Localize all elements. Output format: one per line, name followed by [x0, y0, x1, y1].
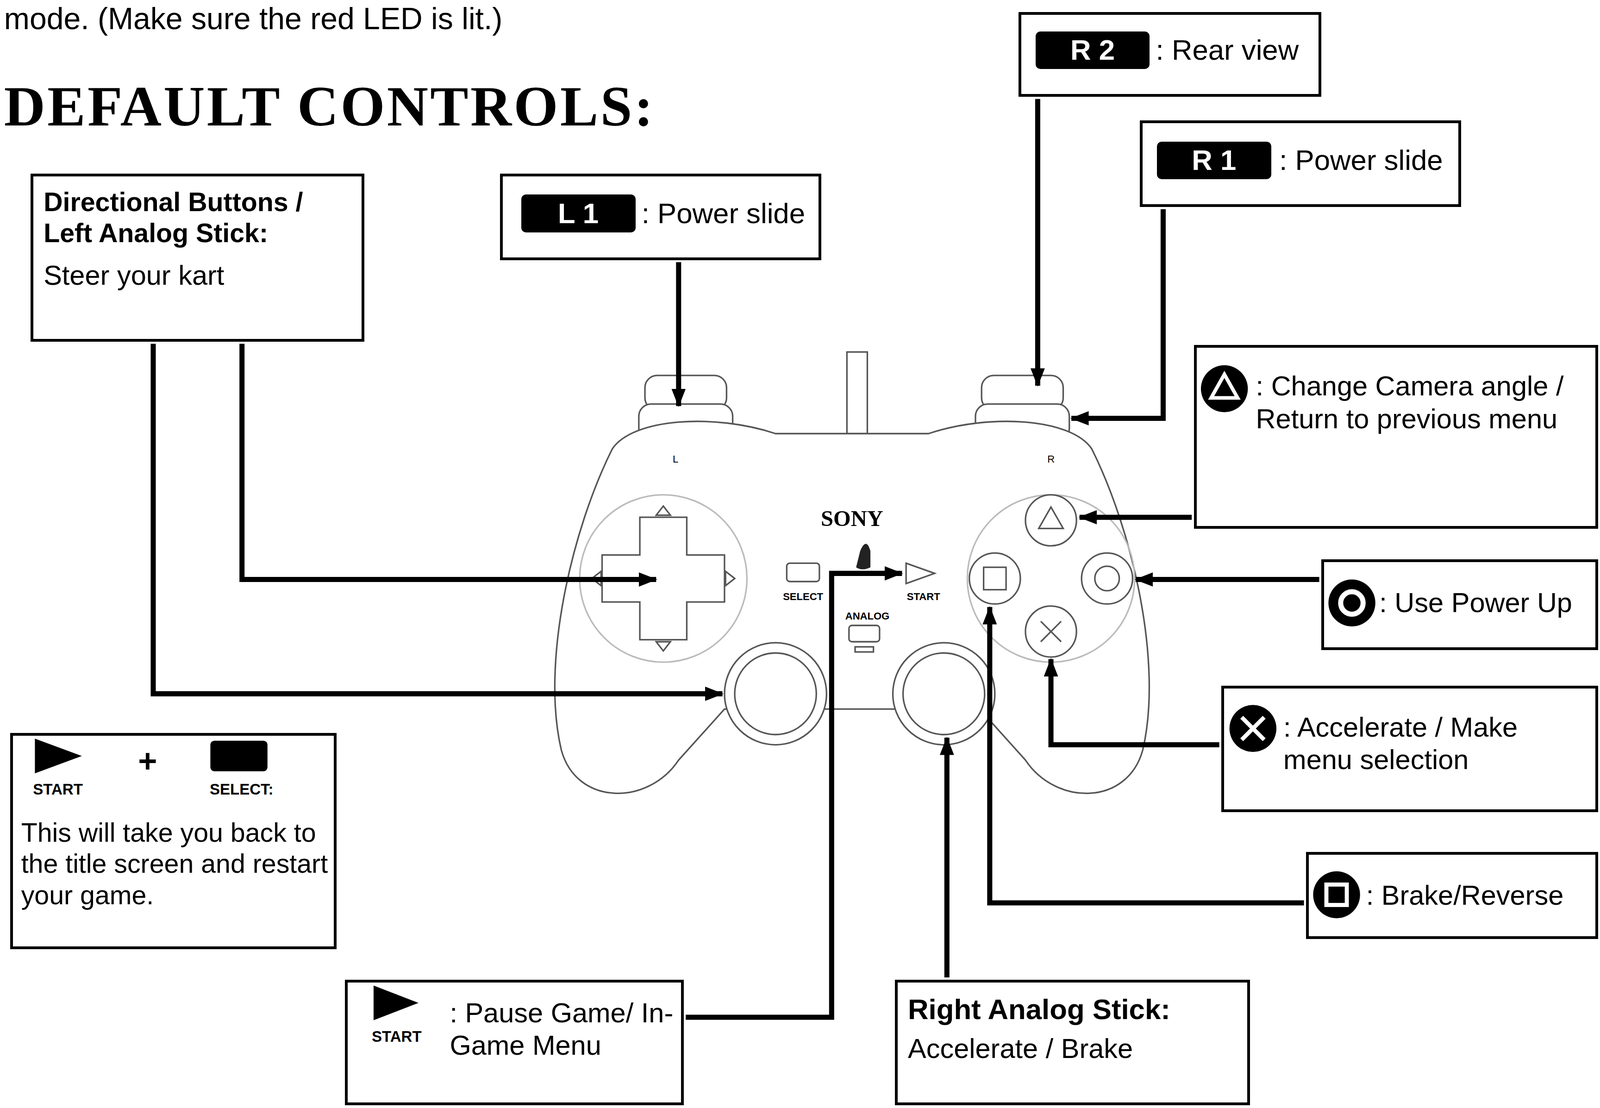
left-stick-ring	[724, 642, 827, 745]
square-button	[969, 552, 1021, 604]
body-text: : Power slide	[1279, 143, 1459, 178]
square-symbol	[983, 567, 1007, 590]
callout-box: R 1: Power slide	[1139, 120, 1462, 207]
callout-box: Directional Buttons / Left Analog Stick:…	[30, 173, 365, 343]
triangle-icon-symbol	[1211, 374, 1238, 399]
circle-button	[1081, 552, 1133, 604]
body-text: : Power slide	[641, 196, 818, 231]
leader-lines	[153, 99, 1320, 1018]
leader-line	[989, 606, 1305, 903]
body-text: Accelerate / Brake	[907, 1032, 1238, 1065]
button-badge: R 1	[1156, 141, 1272, 180]
triangle-button	[1025, 494, 1077, 546]
heading-text: Right Analog Stick:	[907, 992, 1238, 1027]
cross-button	[1025, 606, 1077, 657]
callout-box: : Change Camera angle / Return to previo…	[1193, 344, 1599, 529]
body-text: : Accelerate / Make menu selection	[1283, 711, 1594, 776]
body-text: : Pause Game/ In-Game Menu	[449, 996, 681, 1062]
callout-box: START : Pause Game/ In-Game Menu	[344, 979, 684, 1106]
body-text: Steer your kart	[43, 259, 352, 292]
heading-text: START	[17, 780, 99, 799]
face-ring	[967, 494, 1135, 663]
body-text: : Rear view	[1156, 33, 1320, 68]
button-badge: L 1	[521, 194, 636, 233]
button-badge: R 2	[1035, 31, 1150, 70]
note-text: mode. (Make sure the red LED is lit.)	[4, 1, 503, 36]
body-text: This will take you back to the title scr…	[21, 817, 332, 912]
right-stick-ring	[893, 642, 995, 745]
playstation-logo	[856, 543, 871, 569]
callout-box: START + SELECT: This will take you back to …	[10, 732, 337, 950]
leader-line	[1050, 658, 1220, 745]
body-text: : Change Camera angle / Return to previo…	[1256, 369, 1593, 435]
leader-line	[1135, 576, 1320, 582]
callout-box: R 2: Rear view	[1018, 12, 1322, 97]
callout-box: L 1: Power slide	[500, 173, 822, 261]
callout-box: Right Analog Stick: Accelerate / Brake	[894, 979, 1250, 1106]
body-text: : Use Power Up	[1379, 586, 1596, 619]
button-label: START	[906, 591, 941, 603]
heading-text: +	[127, 741, 169, 781]
button-label: R	[1047, 453, 1055, 465]
brand-label: SONY	[820, 506, 884, 531]
leader-line	[242, 343, 657, 580]
led	[855, 646, 874, 652]
leader-line	[944, 737, 950, 978]
circle-icon-symbol	[1340, 591, 1363, 614]
cable	[846, 351, 868, 434]
start-icon	[34, 738, 82, 774]
left-stick	[734, 652, 817, 735]
circle-icon	[1328, 579, 1375, 627]
select-icon	[210, 740, 268, 772]
cross-icon	[1229, 705, 1277, 752]
cross-icon-symbol	[1241, 717, 1264, 740]
heading-text: START	[351, 1027, 442, 1046]
right-stick	[903, 652, 985, 735]
leader-line	[675, 262, 682, 407]
start-icon	[373, 985, 419, 1021]
button-label: ANALOG	[845, 610, 890, 622]
button-icons	[34, 365, 1375, 1021]
triangle-icon	[1200, 365, 1248, 413]
button-label: L	[672, 453, 679, 465]
select-button	[786, 562, 820, 582]
leader-line	[153, 343, 723, 694]
square-icon	[1312, 871, 1360, 919]
analog-button	[849, 625, 880, 642]
square-icon-symbol	[1326, 884, 1347, 905]
leader-line	[685, 573, 902, 1018]
start-button	[906, 562, 935, 584]
controller-body	[554, 421, 1150, 794]
cross-symbol	[1040, 621, 1062, 642]
circle-symbol	[1094, 566, 1120, 591]
heading-text: Directional Buttons / Left Analog Stick:	[43, 186, 352, 250]
callout-box: : Use Power Up	[1321, 559, 1598, 650]
page-title: DEFAULT CONTROLS:	[4, 73, 656, 140]
leader-line	[1079, 514, 1192, 520]
callout-box: : Accelerate / Make menu selection	[1221, 685, 1598, 813]
leader-line	[1035, 99, 1041, 386]
triangle-symbol	[1038, 506, 1064, 529]
body-text: : Brake/Reverse	[1366, 879, 1597, 912]
button-label: SELECT	[782, 591, 824, 603]
heading-text: SELECT:	[190, 780, 293, 799]
callout-box: : Brake/Reverse	[1306, 851, 1598, 939]
leader-line	[1071, 209, 1163, 419]
